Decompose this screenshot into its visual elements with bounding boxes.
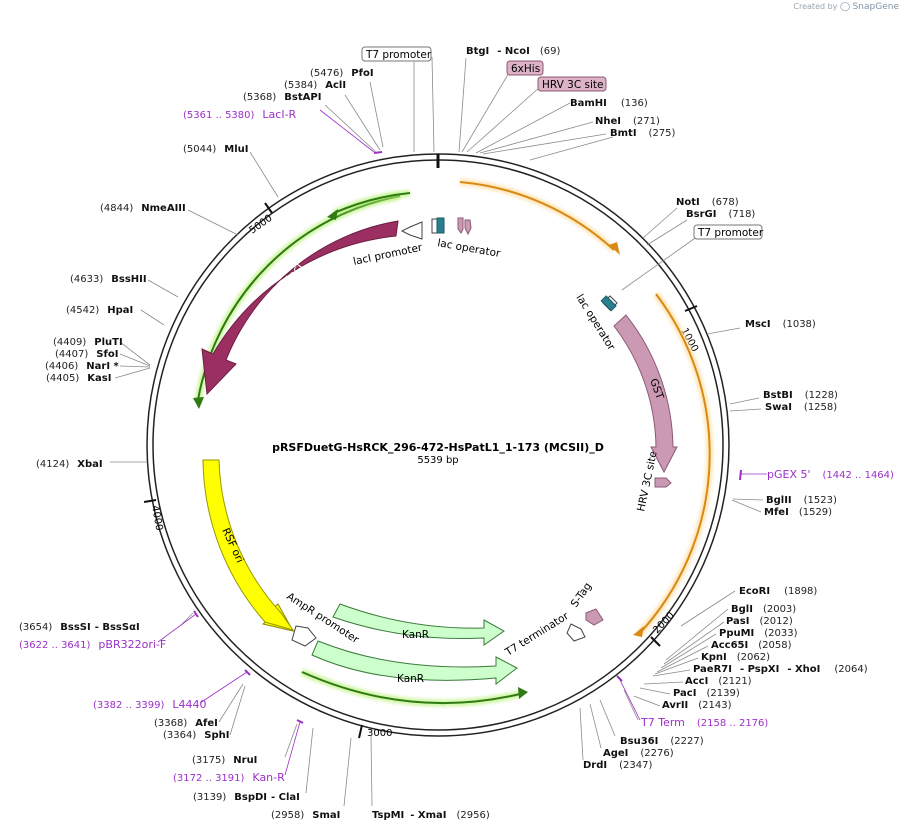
site-bgli: BglI(2003)	[731, 604, 796, 615]
site-acli: (5384)AclI	[284, 80, 346, 91]
tick-label-5000: 5000	[247, 213, 274, 237]
site-drdi: DrdI(2347)	[583, 760, 652, 771]
site-swai: SwaI(1258)	[765, 402, 837, 413]
his-tag-mark	[457, 217, 464, 234]
tick-2000	[650, 636, 661, 647]
site-acci: AccI(2121)	[685, 676, 752, 687]
site-bspdi: (3139)BspDI- ClaI	[193, 792, 300, 803]
tick-label-4000: 4000	[149, 505, 164, 532]
kanr-1-label: KanR	[402, 629, 429, 641]
tick-3000	[358, 724, 363, 739]
site-afei: (3368)AfeI	[154, 718, 218, 729]
snapgene-name: SnapGene	[852, 2, 899, 12]
boxed-callouts: T7 promoter 6xHis HRV 3C site T7 promote…	[361, 46, 764, 240]
snapgene-credit: Created by ◯ SnapGene	[793, 2, 899, 12]
lac-operator-mark-2	[436, 217, 445, 234]
site-pluti: (4409)PluTI	[53, 337, 123, 348]
snapgene-logo-icon: ◯	[839, 2, 851, 12]
tick-1000	[684, 305, 698, 312]
s-tag-feature: S-Tag	[569, 581, 604, 626]
t7-promoter-right-label: T7 promoter	[697, 227, 764, 239]
laci-promoter-label: lacI promoter	[352, 241, 424, 267]
primer-l4440: (3382 .. 3399)L4440	[93, 698, 207, 711]
site-nari: (4406)NarI *	[45, 361, 120, 372]
primer-pgex5: pGEX 5'(1442 .. 1464)	[767, 468, 894, 481]
site-kasi: (4405)KasI	[46, 373, 111, 384]
map-center: pRSFDuetG-HsRCK_296-472-HsPatL1_1-173 (M…	[272, 441, 604, 466]
site-pfoi: (5476)PfoI	[310, 68, 374, 79]
site-paci: PacI(2139)	[673, 688, 740, 699]
site-kpni: KpnI(2062)	[701, 652, 770, 663]
site-sphi: (3364)SphI	[163, 730, 229, 741]
site-bglii: BglII(1523)	[766, 495, 837, 506]
site-avrii: AvrII(2143)	[662, 700, 732, 711]
site-bsshii: (4633)BssHII	[70, 274, 147, 285]
kb-ticks: 1000 2000 3000 4000 5000	[143, 202, 700, 739]
site-ppumi: PpuMI(2033)	[719, 628, 798, 639]
site-paer7i: PaeR7I- PspXI- XhoI(2064)	[693, 664, 868, 675]
backbone	[146, 153, 730, 737]
site-smai: (2958)SmaI	[271, 810, 340, 821]
site-agei: AgeI(2276)	[603, 748, 674, 759]
t7-terminator-label: T7 terminator	[502, 610, 571, 659]
site-labels-left: (5476)PfoI (5384)AclI (5368)BstAPI (5361…	[19, 68, 490, 821]
site-mlui: (5044)MluI	[183, 144, 248, 155]
site-sfoi: (4407)SfoI	[55, 349, 118, 360]
site-bstapi: (5368)BstAPI	[243, 92, 321, 103]
leader-lines	[110, 56, 767, 807]
site-nrui: (3175)NruI	[192, 755, 257, 766]
site-nmeaiii: (4844)NmeAIII	[100, 203, 186, 214]
hrv-mark	[464, 219, 472, 236]
created-by-text: Created by	[793, 2, 838, 11]
tick-4000	[143, 499, 157, 503]
site-hpai: (4542)HpaI	[66, 305, 133, 316]
site-acc65i: Acc65I(2058)	[711, 640, 792, 651]
site-labels-right: BtgI- NcoI(69) BamHI(136) NheI(271) BmtI…	[466, 46, 894, 771]
site-pasi: PasI(2012)	[726, 616, 793, 627]
top-small-features: lacI promoter lac operator	[352, 217, 502, 268]
lac-operator-mark	[431, 218, 438, 234]
tick-5000	[264, 202, 273, 214]
rsf-ori-feature: RSF ori	[202, 459, 295, 632]
primer-pbr322: (3622 .. 3641)pBR322ori-F	[19, 638, 166, 651]
tick-label-3000: 3000	[367, 728, 392, 739]
kanr-2-label: KanR	[397, 673, 424, 685]
site-bstbi: BstBI(1228)	[763, 390, 838, 401]
hrv-top-label: HRV 3C site	[542, 79, 603, 91]
site-nhei: NheI(271)	[595, 116, 660, 127]
t7-terminator-feature: T7 terminator	[502, 610, 586, 659]
site-bsssi: (3654)BssSI- BssSαI	[19, 622, 140, 633]
site-noti: NotI(678)	[676, 197, 739, 208]
sixhis-label: 6xHis	[511, 63, 540, 75]
lac-operator-top-label: lac operator	[436, 237, 501, 260]
primer-t7term: T7 Term(2158 .. 2176)	[640, 716, 768, 729]
site-bsu36i: Bsu36I(2227)	[620, 736, 704, 747]
primer-laci-r: (5361 .. 5380)LacI-R	[183, 108, 297, 121]
site-bsrgi: BsrGI(718)	[686, 209, 755, 220]
site-ecori: EcoRI(1898)	[739, 586, 817, 597]
plasmid-title: pRSFDuetG-HsRCK_296-472-HsPatL1_1-173 (M…	[272, 441, 604, 454]
t7-promoter-top-label: T7 promoter	[365, 49, 432, 61]
plasmid-size: 5539 bp	[417, 455, 458, 466]
s-tag-label: S-Tag	[569, 581, 594, 610]
site-btgi: BtgI- NcoI(69)	[466, 46, 560, 57]
gst-region: lac operator GST HRV 3C site	[573, 292, 678, 513]
insert-track	[459, 178, 714, 637]
kanr-track	[300, 668, 528, 707]
site-msci: MscI(1038)	[745, 319, 816, 330]
site-xbai: (4124)XbaI	[36, 459, 103, 470]
site-mfei: MfeI(1529)	[764, 507, 832, 518]
site-bamhi: BamHI(136)	[570, 98, 648, 109]
kanr-feature-2: KanR	[311, 640, 518, 686]
primer-kan-r: (3172 .. 3191)Kan-R	[173, 771, 285, 784]
kanr-feature-1: KanR	[332, 603, 505, 646]
site-tspmi: TspMI- XmaI(2956)	[372, 810, 490, 821]
site-bmti: BmtI(275)	[610, 128, 676, 139]
